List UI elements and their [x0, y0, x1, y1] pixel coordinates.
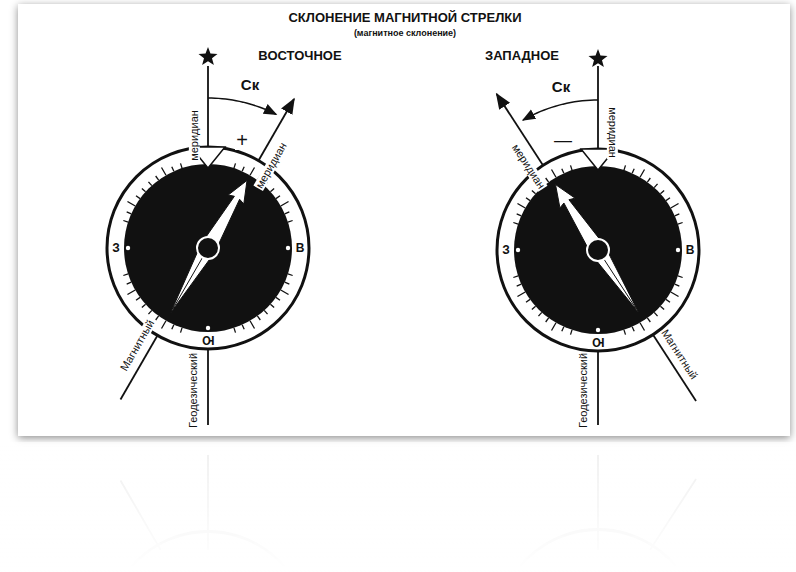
declination-symbol: Ск — [240, 77, 260, 92]
line-label: Геодезический — [189, 351, 200, 428]
sign: + — [235, 130, 249, 150]
sign: — — [553, 131, 573, 149]
cardinal-letter: З — [111, 242, 121, 254]
declination-arc — [523, 100, 598, 120]
compass — [497, 149, 699, 351]
line-label: меридиан — [606, 106, 617, 159]
reflection-fade — [0, 442, 796, 572]
subtitle: (магнитное склонение) — [353, 29, 457, 38]
cardinal-letter: З — [501, 244, 511, 256]
star-symbol — [198, 47, 217, 65]
line-label: Геодезический — [579, 351, 590, 428]
heading-east: ВОСТОЧНОЕ — [257, 49, 342, 62]
cardinal-letter: В — [295, 242, 306, 254]
declination-symbol: Ск — [551, 79, 571, 94]
star-symbol — [588, 49, 607, 67]
magnetic-meridian — [121, 99, 295, 400]
cardinal-letter: Ю — [201, 334, 215, 346]
title: СКЛОНЕНИЕ МАГНИТНОЙ СТРЕЛКИ — [287, 11, 522, 24]
cardinal-letter: Ю — [591, 336, 605, 348]
cardinal-letter: В — [685, 244, 696, 256]
declination-arc — [208, 98, 276, 114]
compass — [107, 147, 309, 349]
heading-west: ЗАПАДНОЕ — [484, 49, 560, 62]
magnetic-meridian — [497, 94, 696, 401]
line-label: меридиан — [188, 109, 199, 162]
